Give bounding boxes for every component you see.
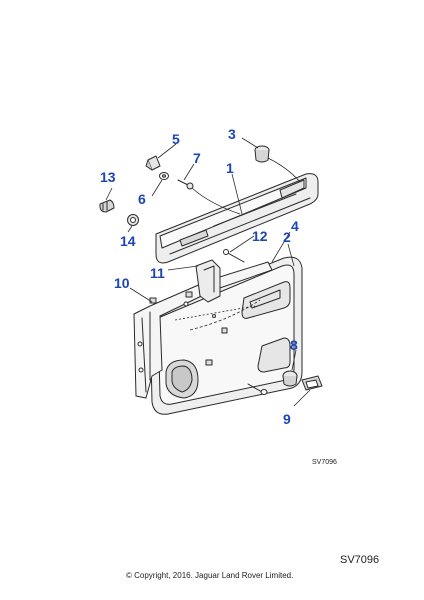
callout-11: 11 bbox=[150, 265, 165, 281]
grommet-3 bbox=[254, 145, 301, 183]
callout-12: 12 bbox=[252, 228, 268, 244]
callout-labels: 1 2 3 4 5 6 7 8 9 10 11 12 13 14 bbox=[100, 126, 299, 427]
washer-6 bbox=[159, 172, 169, 180]
armrest-trim bbox=[155, 173, 319, 264]
fastener-9 bbox=[247, 375, 323, 395]
plug-14 bbox=[127, 214, 139, 226]
callout-4: 4 bbox=[291, 218, 299, 234]
reference-code-large: SV7096 bbox=[340, 554, 379, 566]
callout-9: 9 bbox=[283, 411, 291, 427]
reference-code-small: SV7096 bbox=[312, 459, 337, 466]
callout-6: 6 bbox=[138, 191, 146, 207]
callout-14: 14 bbox=[120, 233, 136, 249]
clip-13 bbox=[99, 199, 115, 213]
callout-8: 8 bbox=[290, 337, 298, 353]
cap-8 bbox=[282, 370, 298, 387]
screw-7 bbox=[177, 179, 241, 215]
callout-2: 2 bbox=[283, 229, 291, 245]
copyright-notice: © Copyright, 2016. Jaguar Land Rover Lim… bbox=[126, 571, 293, 580]
callout-5: 5 bbox=[172, 131, 180, 147]
door-trim-panel bbox=[149, 256, 303, 415]
leader-lines bbox=[105, 137, 311, 407]
callout-7: 7 bbox=[193, 150, 201, 166]
mounting-bracket bbox=[149, 259, 221, 304]
callout-3: 3 bbox=[228, 126, 236, 142]
callout-13: 13 bbox=[100, 169, 116, 185]
screw-12 bbox=[223, 249, 245, 263]
clip-5 bbox=[145, 155, 161, 171]
callout-10: 10 bbox=[114, 275, 130, 291]
callout-1: 1 bbox=[226, 160, 234, 176]
